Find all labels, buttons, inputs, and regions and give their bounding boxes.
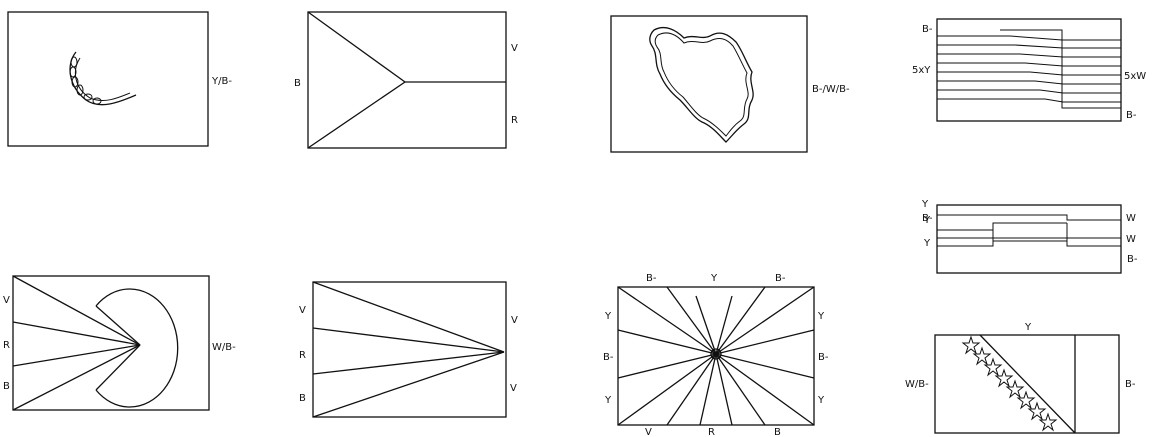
flag-7-frame <box>312 281 507 418</box>
flag-5-left-label-2: Y <box>921 199 929 210</box>
flag-5-right-label-1: W <box>1126 213 1136 224</box>
flag-4-frame <box>936 18 1122 122</box>
flag-1-wreath-leaves <box>69 56 102 105</box>
flag-8-right-label-2: B- <box>818 352 829 363</box>
flag-2-frame <box>307 11 507 149</box>
flag-8-right-label-1: Y <box>817 311 825 322</box>
flag-9: Y W/B- B- <box>905 322 1136 434</box>
flag-8-center-sun-icon <box>710 348 722 360</box>
flag-8-right-label-3: Y <box>817 395 825 406</box>
flag-8-top-label-3: B- <box>775 273 786 284</box>
flag-2-left-label: B <box>294 78 301 89</box>
flag-6-left-label-r: R <box>3 340 10 351</box>
flag-5-left-label-4: Y <box>923 238 931 249</box>
flag-9-top-label: Y <box>1024 322 1032 333</box>
flag-2-right-top-label: V <box>511 43 518 54</box>
flag-8-top-label-2: Y <box>710 273 718 284</box>
flag-7-left-label-b: B <box>299 393 306 404</box>
flag-7-right-label-1: V <box>511 315 518 326</box>
flag-8-rays <box>617 286 815 426</box>
flag-8-left-label-1: Y <box>604 311 612 322</box>
flag-8-frame <box>617 286 815 426</box>
flag-5-left-label-1: B- <box>922 213 933 224</box>
flag-5-frame <box>936 204 1122 274</box>
flag-6-disc <box>95 288 179 408</box>
flag-1-wreath-icon-inner <box>74 57 131 101</box>
flag-8-left-label-3: Y <box>604 395 612 406</box>
flag-4: B- 5xY 5xW B- <box>912 18 1146 122</box>
flag-3-right-label: B-/W/B- <box>812 84 850 95</box>
flag-8-left-label-2: B- <box>603 352 614 363</box>
flag-5: B- Y Y Y W W B- <box>921 199 1138 274</box>
flag-6-right-label: W/B- <box>212 342 236 353</box>
flag-5-right-label-3: B- <box>1127 254 1138 265</box>
flag-3-map-outline-icon <box>649 26 754 143</box>
flag-4-stripes <box>937 29 1121 109</box>
flag-9-frame <box>934 334 1120 434</box>
flag-7-right-label-2: V <box>510 383 517 394</box>
flag-8-bottom-label-2: R <box>708 427 715 437</box>
flag-8-bottom-label-1: V <box>645 427 652 437</box>
flag-2-right-bottom-label: R <box>511 115 518 126</box>
flag-1-right-label: Y/B- <box>211 76 232 87</box>
flag-6-left-label-v: V <box>3 295 10 306</box>
flag-6-frame <box>12 275 210 411</box>
flag-3-map-outline-inner <box>654 32 749 137</box>
flag-5-stripes <box>937 214 1121 247</box>
flag-9-stars <box>961 335 1058 432</box>
flag-8-top-label-1: B- <box>646 273 657 284</box>
flag-8: B- Y B- Y B- Y Y B- Y V R B <box>603 273 829 437</box>
flag-2: B V R <box>294 11 518 149</box>
flag-4-bottom-right-label: B- <box>1126 110 1137 121</box>
flag-4-left-label: 5xY <box>912 65 931 76</box>
flag-4-top-left-label: B- <box>922 24 933 35</box>
flag-9-left-label: W/B- <box>905 379 929 390</box>
flag-2-triangle <box>307 11 407 149</box>
flag-6: V R B W/B- <box>3 275 236 411</box>
flag-4-right-label: 5xW <box>1124 71 1146 82</box>
flag-5-right-label-2: W <box>1126 234 1136 245</box>
flag-1: Y/B- <box>7 11 232 147</box>
flag-8-bottom-label-3: B <box>774 427 781 437</box>
flag-7-left-label-v: V <box>299 305 306 316</box>
flag-7-left-label-r: R <box>299 350 306 361</box>
flag-7: V R B V V <box>299 281 518 418</box>
flag-9-right-label: B- <box>1125 379 1136 390</box>
flag-6-left-label-b: B <box>3 381 10 392</box>
flag-5-left-label-3: Y <box>923 215 931 226</box>
flag-3: B-/W/B- <box>610 15 850 153</box>
flag-1-wreath-icon <box>69 51 137 106</box>
flag-1-frame <box>7 11 209 147</box>
flag-9-diagonal <box>979 334 1076 434</box>
flag-3-frame <box>610 15 808 153</box>
